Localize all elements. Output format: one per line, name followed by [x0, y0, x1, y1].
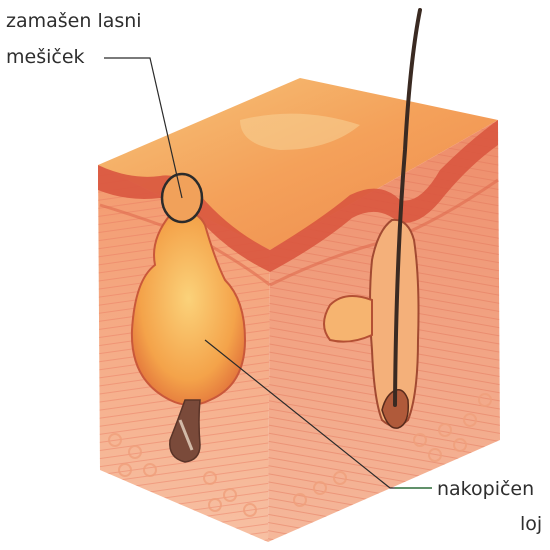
label-sebum-line1: nakopičen — [437, 474, 534, 504]
follicle-side-gland — [324, 296, 372, 342]
label-clogged-follicle-line2: mešiček — [6, 42, 85, 72]
label-clogged-follicle-line1: zamašen lasni — [6, 6, 142, 36]
label-sebum-line2: loj — [520, 509, 542, 539]
